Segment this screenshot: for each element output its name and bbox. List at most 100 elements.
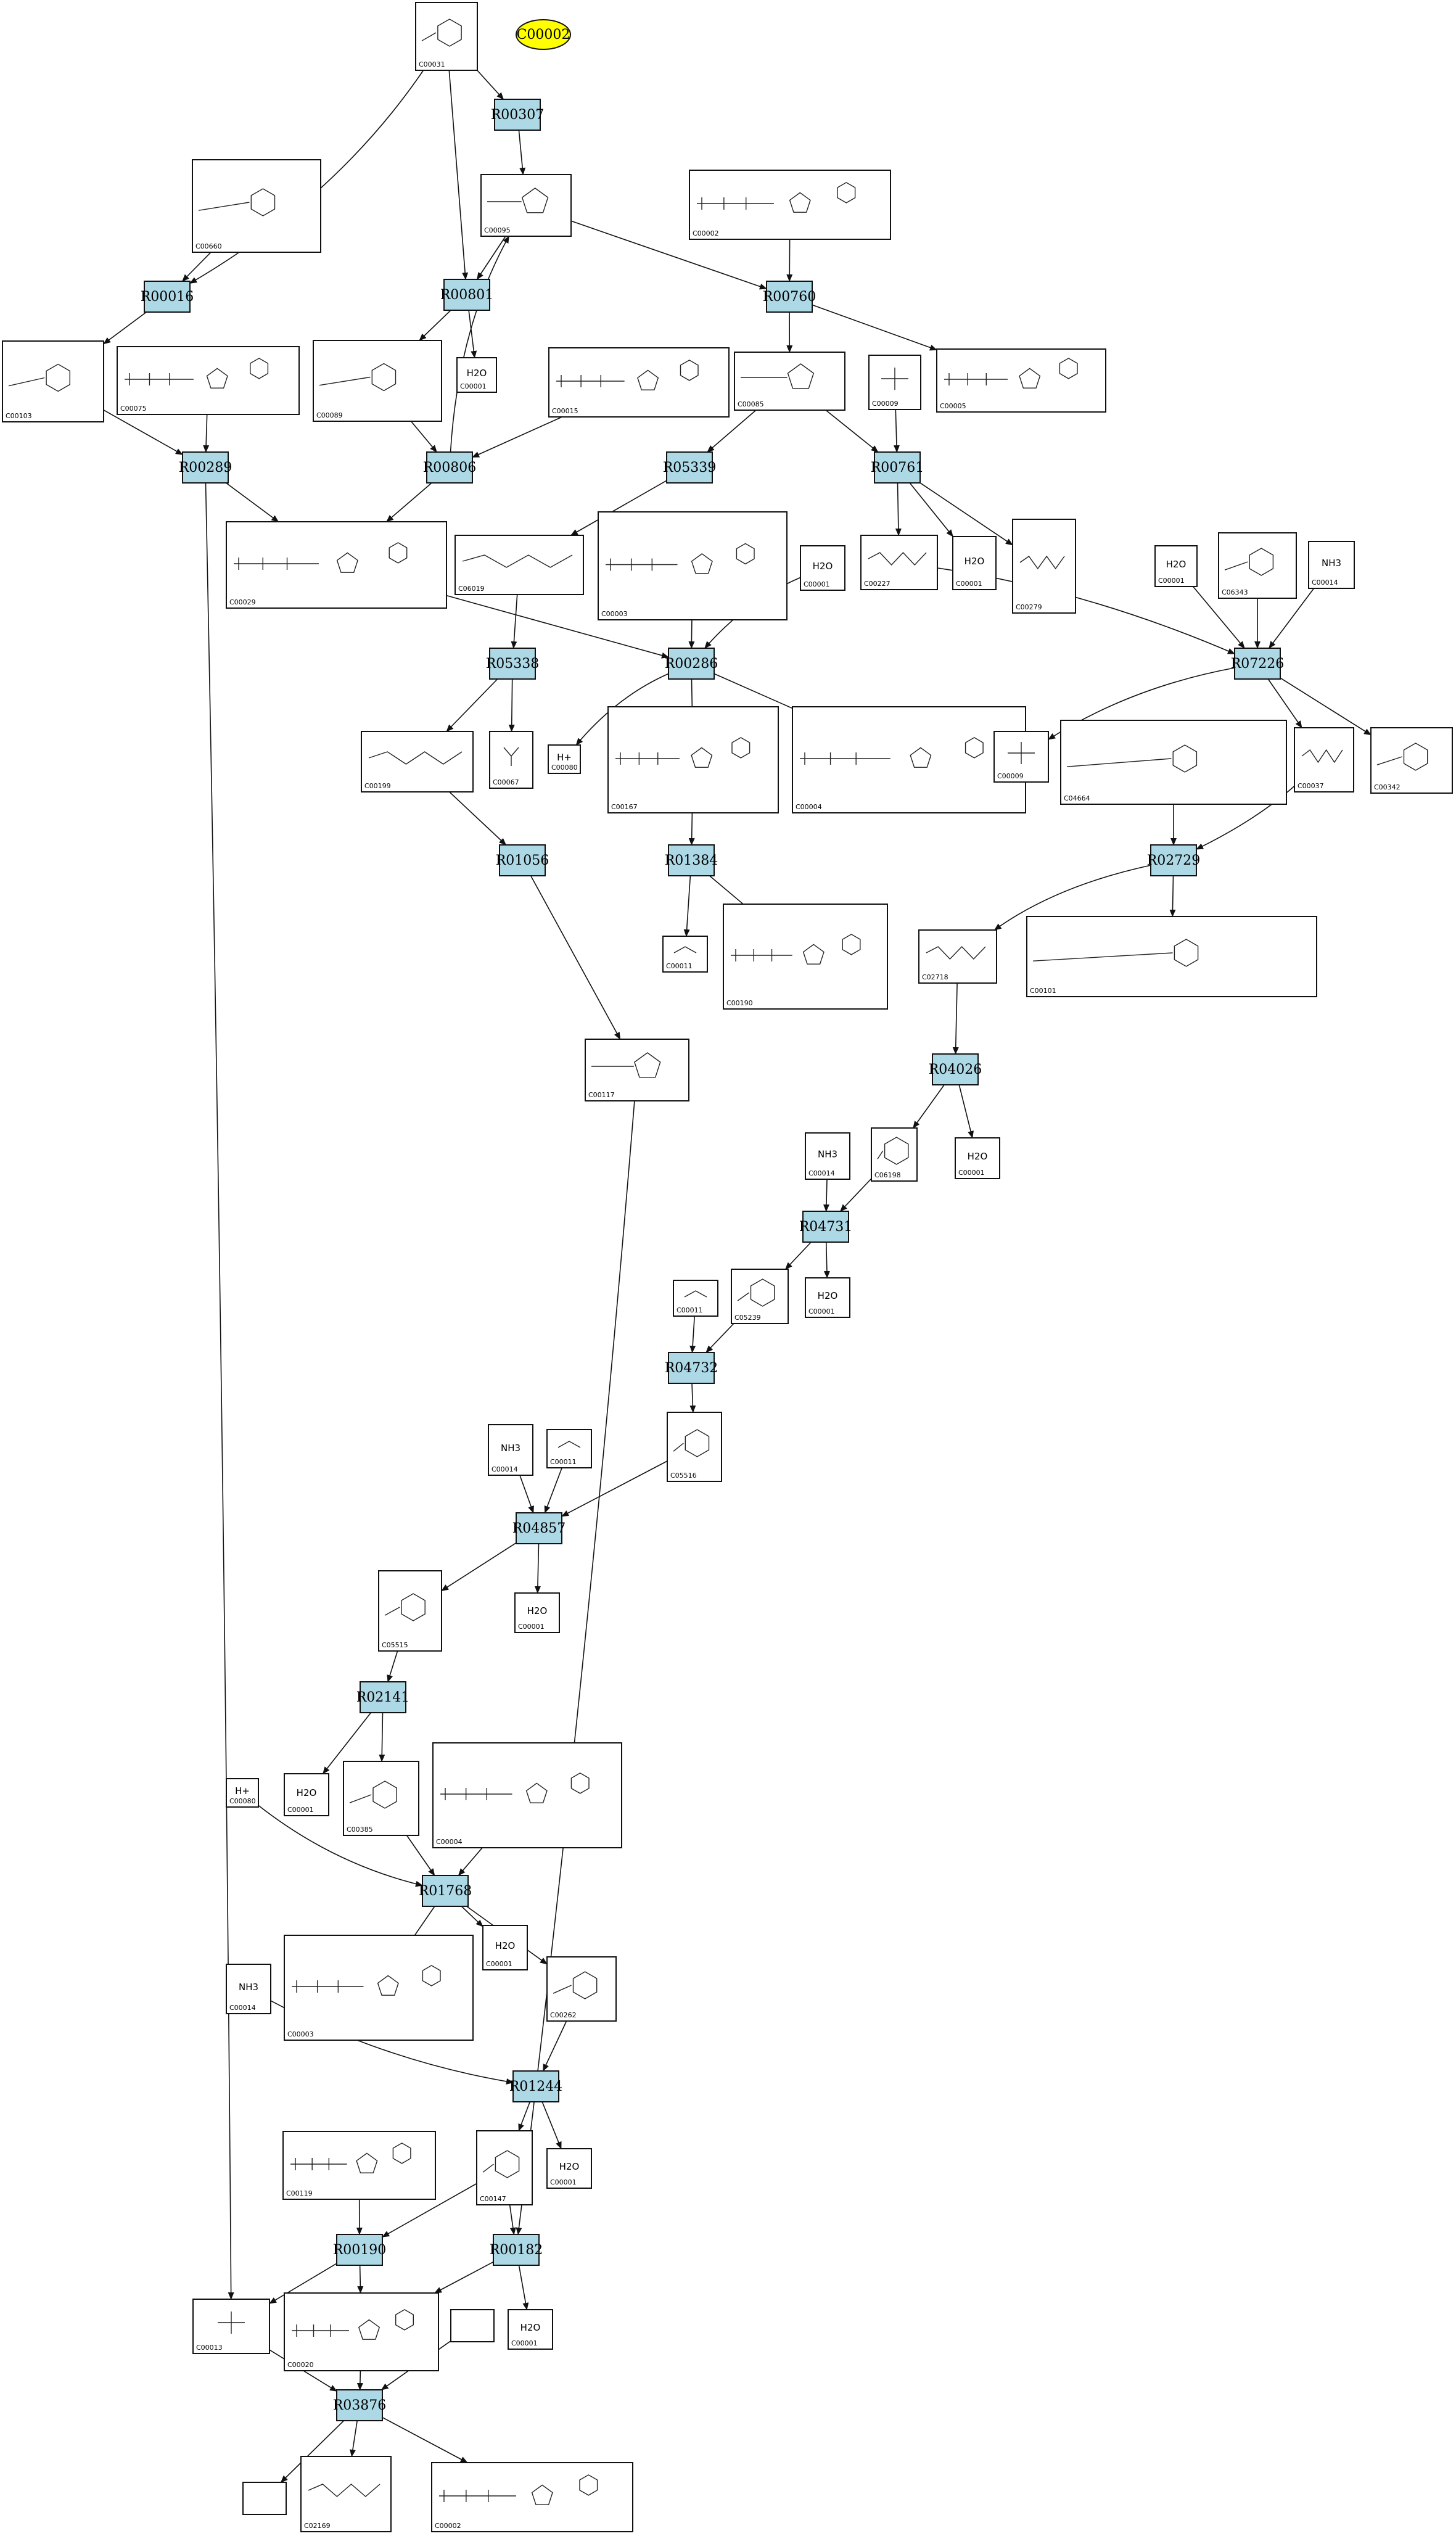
compound-node-c11b[interactable]: C00011 <box>673 1280 718 1317</box>
reaction-box[interactable] <box>1234 648 1281 680</box>
compound-node-c5515[interactable]: C05515 <box>378 1570 442 1652</box>
reaction-box[interactable] <box>493 2234 540 2266</box>
reaction-box[interactable] <box>360 1681 406 1713</box>
compound-node-c103[interactable]: C00103 <box>2 340 104 422</box>
compound-node-c119[interactable]: C00119 <box>282 2131 436 2200</box>
compound-node-c11a[interactable]: C00011 <box>662 936 708 973</box>
compound-node-c227[interactable]: C00227 <box>860 535 938 590</box>
compound-node-c6019[interactable]: C06019 <box>454 535 584 595</box>
compound-node-c167[interactable]: C00167 <box>607 706 779 813</box>
compound-node-c660[interactable]: C00660 <box>192 159 321 253</box>
compound-node-c279[interactable]: C00279 <box>1012 519 1076 614</box>
reaction-node-R00307[interactable]: R00307 <box>491 99 545 131</box>
reaction-node-R04026[interactable]: R04026 <box>929 1053 982 1085</box>
compound-node-c342[interactable]: C00342 <box>1370 727 1453 794</box>
reaction-box[interactable] <box>874 451 921 484</box>
reaction-node-R00182[interactable]: R00182 <box>490 2234 543 2266</box>
reaction-node-R04731[interactable]: R04731 <box>799 1211 853 1243</box>
reaction-node-R02729[interactable]: R02729 <box>1147 844 1201 876</box>
start-compound-node[interactable]: C00002 <box>516 19 571 50</box>
reaction-box[interactable] <box>426 451 473 484</box>
compound-node-c89[interactable]: C00089 <box>313 340 442 422</box>
reaction-box[interactable] <box>668 1352 715 1384</box>
compound-node-c2169[interactable]: C02169 <box>300 2456 392 2532</box>
reaction-box[interactable] <box>422 1875 469 1907</box>
compound-node-c29[interactable]: C00029 <box>226 521 447 609</box>
compound-node-c3b[interactable]: C00003 <box>284 1935 474 2041</box>
reaction-node-R07226[interactable]: R07226 <box>1231 648 1285 680</box>
compound-node-c20[interactable]: C00020 <box>284 2292 439 2371</box>
reaction-box[interactable] <box>499 844 546 876</box>
reaction-node-R00289[interactable]: R00289 <box>179 451 232 484</box>
reaction-node-R03876[interactable]: R03876 <box>333 2389 387 2421</box>
compound-node-cempty2[interactable] <box>242 2482 287 2515</box>
reaction-node-R05339[interactable]: R05339 <box>663 451 717 484</box>
reaction-box[interactable] <box>668 844 715 876</box>
compound-node-c85[interactable]: C00085 <box>734 352 845 411</box>
reaction-node-R00190[interactable]: R00190 <box>333 2234 387 2266</box>
reaction-box[interactable] <box>516 1512 562 1544</box>
reaction-node-R00286[interactable]: R00286 <box>665 648 718 680</box>
reaction-box[interactable] <box>182 451 229 484</box>
reaction-node-R01384[interactable]: R01384 <box>665 844 718 876</box>
compound-node-c95[interactable]: C00095 <box>480 174 572 237</box>
compound-node-c385[interactable]: C00385 <box>343 1761 419 1836</box>
reaction-box[interactable] <box>443 279 490 311</box>
reaction-node-R01768[interactable]: R01768 <box>419 1875 472 1907</box>
compound-node-c101[interactable]: C00101 <box>1026 916 1317 997</box>
compound-node-c9b[interactable]: C00009 <box>993 731 1049 783</box>
compound-node-c13[interactable]: C00013 <box>192 2299 270 2354</box>
reaction-box[interactable] <box>1150 844 1197 876</box>
compound-node-c190[interactable]: C00190 <box>723 904 888 1010</box>
compound-node-c4a[interactable]: C00004 <box>792 706 1026 813</box>
compound-node-c31[interactable]: C00031 <box>415 2 478 71</box>
reaction-node-R04857[interactable]: R04857 <box>512 1512 566 1544</box>
reaction-box[interactable] <box>336 2234 383 2266</box>
compound-node-c6198[interactable]: C06198 <box>871 1127 918 1182</box>
reaction-node-R00801[interactable]: R00801 <box>440 279 494 311</box>
reaction-box[interactable] <box>489 648 536 680</box>
compound-node-c80b[interactable]: H+C00080 <box>226 1778 259 1808</box>
compound-node-c9[interactable]: C00009 <box>868 355 921 410</box>
reaction-box[interactable] <box>802 1211 849 1243</box>
reaction-node-R00761[interactable]: R00761 <box>871 451 924 484</box>
compound-node-cempty1[interactable] <box>450 2309 495 2342</box>
reaction-box[interactable] <box>668 648 715 680</box>
reaction-box[interactable] <box>932 1053 979 1085</box>
compound-node-c2top[interactable]: C00002 <box>689 170 891 240</box>
reaction-node-R00806[interactable]: R00806 <box>423 451 477 484</box>
reaction-box[interactable] <box>336 2389 383 2421</box>
reaction-node-R05338[interactable]: R05338 <box>486 648 540 680</box>
reaction-box[interactable] <box>666 451 713 484</box>
compound-node-c2718[interactable]: C02718 <box>918 929 997 984</box>
compound-node-c199[interactable]: C00199 <box>361 731 474 792</box>
reaction-box[interactable] <box>766 281 813 313</box>
reaction-box[interactable] <box>144 281 191 313</box>
compound-node-c11c[interactable]: C00011 <box>546 1429 592 1468</box>
compound-node-c147[interactable]: C00147 <box>476 2130 533 2205</box>
compound-node-c262[interactable]: C00262 <box>546 1956 617 2022</box>
compound-node-c6343[interactable]: C06343 <box>1218 532 1297 599</box>
compound-node-c5[interactable]: C00005 <box>936 348 1106 413</box>
reaction-node-R04732[interactable]: R04732 <box>665 1352 718 1384</box>
compound-node-c5239[interactable]: C05239 <box>731 1269 789 1324</box>
reaction-box[interactable] <box>494 99 541 131</box>
reaction-node-R00016[interactable]: R00016 <box>141 281 194 313</box>
compound-node-c67[interactable]: C00067 <box>489 731 533 789</box>
reaction-box[interactable] <box>512 2070 559 2102</box>
reaction-node-R00760[interactable]: R00760 <box>763 281 816 313</box>
compound-node-c15[interactable]: C00015 <box>548 347 730 418</box>
reaction-node-R01056[interactable]: R01056 <box>496 844 549 876</box>
compound-node-c4664[interactable]: C04664 <box>1060 720 1287 805</box>
